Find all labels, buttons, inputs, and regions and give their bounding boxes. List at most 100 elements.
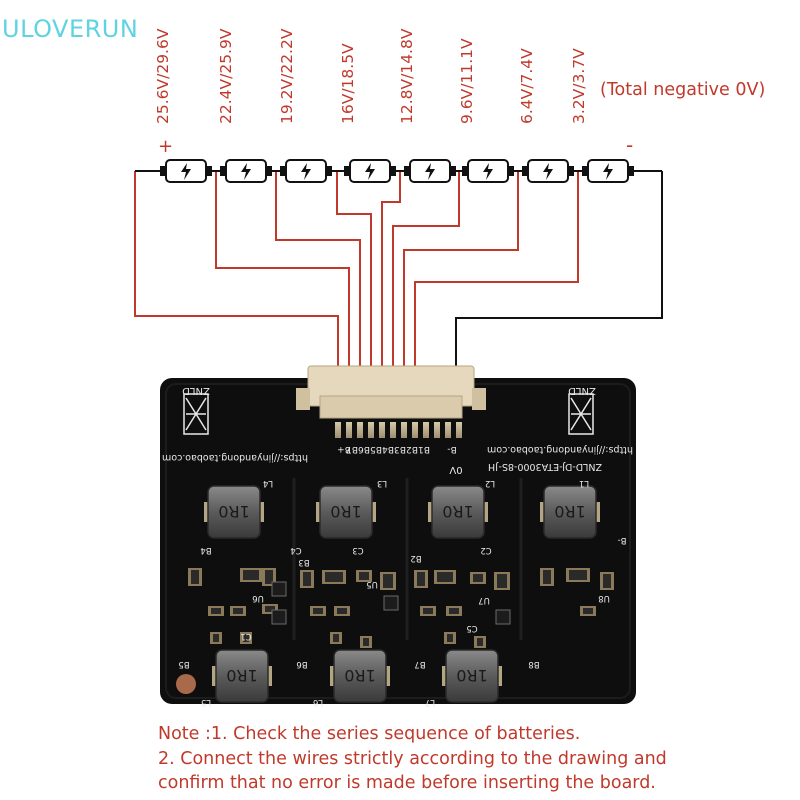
balance-wire (403, 171, 519, 398)
pin-label: B3 (394, 444, 406, 454)
inductor-body (445, 649, 499, 703)
smd-component-core (449, 608, 459, 614)
connector-pin (390, 422, 396, 438)
part-label: B- (618, 535, 627, 545)
smd-component-core (243, 570, 259, 580)
logo-cross-right (570, 397, 592, 431)
smd-component-core (333, 634, 339, 642)
balance-wire (392, 171, 460, 398)
inductor-body (215, 649, 269, 703)
ic-chip (271, 581, 287, 597)
part-label: U8 (598, 593, 610, 603)
part-label: L2 (485, 478, 495, 488)
part-label: L1 (579, 478, 589, 488)
logo-text-right: ZNLD (568, 385, 596, 396)
part-label: C5 (466, 623, 477, 633)
connector-pin (368, 422, 374, 438)
installation-note: Note :1. Check the series sequence of ba… (158, 722, 798, 796)
smd-component-core (583, 608, 593, 614)
inductor-marking: 1R0 (456, 666, 487, 685)
battery-cell (522, 159, 574, 183)
cell-nub-left (160, 166, 166, 176)
smd-component-core (417, 572, 425, 586)
smd-component-core (497, 574, 507, 588)
lightning-bolt-icon (365, 163, 375, 180)
cell-nub-right (326, 166, 332, 176)
inductor-body (333, 649, 387, 703)
board-model: ZNLD-DJ-ETA3000-8S-JH (488, 461, 602, 472)
connector-pin (346, 422, 352, 438)
part-label: B6 (296, 659, 307, 669)
part-label: L7 (425, 697, 435, 707)
battery-cell (404, 159, 456, 183)
cell-nub-right (450, 166, 456, 176)
znld-logo-right: ZNLD (568, 385, 596, 435)
lightning-bolt-icon (543, 163, 553, 180)
connector-pin (423, 422, 429, 438)
inductor: 1R0 (330, 649, 390, 703)
cell-nub-left (220, 166, 226, 176)
inductor-marking: 1R0 (226, 666, 257, 685)
board-url-left: https://jinyandong.taobao.com (162, 452, 308, 463)
connector-mount-left (296, 388, 310, 410)
battery-cell (462, 159, 514, 183)
inductor: 1R0 (442, 649, 502, 703)
battery-chain (135, 159, 662, 183)
smd-component-core (477, 638, 483, 646)
pin-label: B+ (337, 444, 351, 454)
cell-nub-right (508, 166, 514, 176)
logo-cross-left (185, 397, 207, 431)
pin-label: B4 (382, 444, 394, 454)
inductor: 1R0 (316, 485, 376, 539)
inductor-body (207, 485, 261, 539)
lightning-bolt-icon (181, 163, 191, 180)
brand-watermark: ULOVERUN (2, 15, 139, 43)
smd-component-core (359, 572, 369, 580)
smd-component-core (265, 606, 275, 612)
cell-nub-right (390, 166, 396, 176)
cell-nub-right (266, 166, 272, 176)
connector-pin (357, 422, 363, 438)
total-negative-note: (Total negative 0V) (600, 80, 765, 100)
smd-component-core (543, 570, 551, 584)
connector-pin (379, 422, 385, 438)
connector-pin (456, 422, 462, 438)
note-line-3: confirm that no error is made before ins… (158, 773, 656, 793)
voltage-label: 6.4V/7.4V (518, 48, 536, 124)
part-label: L6 (313, 697, 323, 707)
znld-logo-left: ZNLD (182, 385, 210, 435)
smd-component-core (191, 570, 199, 584)
smd-component-core (325, 572, 343, 582)
inductor-marking: 1R0 (218, 502, 249, 521)
inductor: 1R0 (212, 649, 272, 703)
positive-terminal-label: + (158, 136, 173, 157)
part-label: C4 (290, 545, 301, 555)
pin-label: B2 (406, 444, 418, 454)
battery-cell (344, 159, 396, 183)
battery-cell (582, 159, 634, 183)
cell-nub-right (568, 166, 574, 176)
lightning-bolt-icon (241, 163, 251, 180)
ic-chip (383, 595, 399, 611)
part-label: U7 (478, 595, 490, 605)
balance-wire (381, 171, 401, 398)
ic-chip (495, 609, 511, 625)
part-label: L4 (263, 478, 273, 488)
inductor-marking: 1R0 (554, 502, 585, 521)
smd-component-core (313, 608, 323, 614)
lightning-bolt-icon (301, 163, 311, 180)
inductor-marking: 1R0 (330, 502, 361, 521)
voltage-label: 19.2V/22.2V (278, 28, 296, 124)
note-line-1: Note :1. Check the series sequence of ba… (158, 724, 581, 744)
balance-wire (134, 171, 339, 398)
board-dividers (292, 478, 523, 640)
logo-text-left: ZNLD (182, 385, 210, 396)
cell-nub-left (404, 166, 410, 176)
mounting-hole (176, 674, 196, 694)
smd-component-core (265, 570, 273, 584)
connector-pin (445, 422, 451, 438)
connector-mount-right (472, 388, 486, 410)
inductor-marking: 1R0 (442, 502, 473, 521)
part-label: C1 (240, 631, 251, 641)
